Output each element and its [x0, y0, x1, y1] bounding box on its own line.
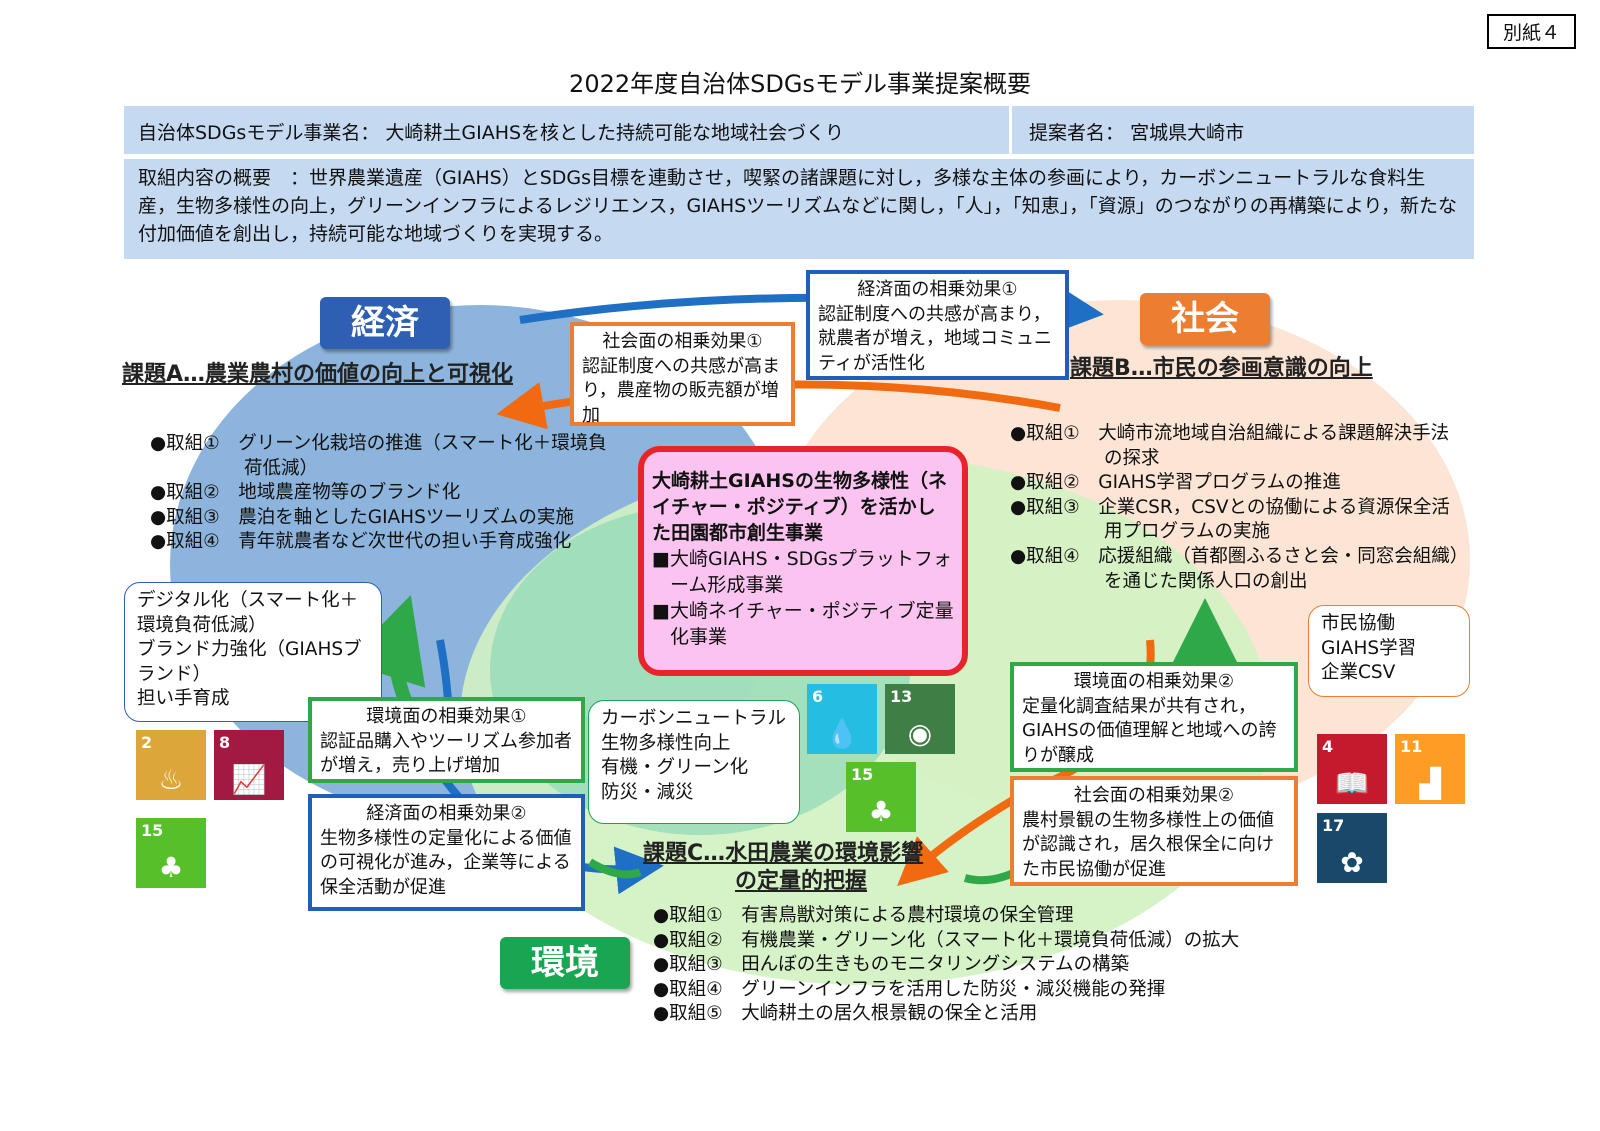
project-band: 自治体SDGsモデル事業名： 大崎耕土GIAHSを核とした持続可能な地域社会づく… [124, 106, 1474, 154]
sdg-11-icon: 11▟ [1395, 734, 1465, 804]
synergy-title: 環境面の相乗効果① [366, 706, 527, 727]
sdg-6-icon: 6💧 [807, 684, 877, 754]
bowl-icon: ♨ [158, 763, 184, 796]
overview-band: 取組内容の概要 ：世界農業遺産（GIAHS）とSDGs目標を連動させ，喫緊の諸課… [124, 159, 1474, 259]
environment-keywords: カーボンニュートラル 生物多様性向上 有機・グリーン化 防災・減災 [588, 700, 800, 824]
synergy-title: 社会面の相乗効果① [602, 331, 763, 352]
environment-item: ●取組⑤ 大崎耕土の居久根景観の保全と活用 [653, 1003, 1038, 1025]
synergy-society-2: 社会面の相乗効果② 農村景観の生物多様性上の価値が認識され，居久根保全に向けた市… [1010, 776, 1298, 886]
central-title: 大崎耕土GIAHSの生物多様性（ネイチャー・ポジティブ）を活かした田園都市創生事… [652, 470, 947, 544]
society-keyword: 企業CSV [1321, 662, 1396, 683]
sdg-4-icon: 4📖 [1317, 734, 1387, 804]
economy-item: ●取組③ 農泊を軸としたGIAHSツーリズムの実施 [150, 506, 574, 528]
project-label: 自治体SDGsモデル事業名： [138, 122, 380, 144]
environment-task-line2: の定量的把握 [735, 869, 868, 894]
sdg-13-icon: 13◉ [885, 684, 955, 754]
society-keyword: 市民協働 [1321, 613, 1396, 634]
society-keyword: GIAHS学習 [1321, 637, 1417, 659]
environment-keyword: 生物多様性向上 [601, 732, 731, 754]
synergy-text: 認証制度への共感が高まり，就農者が増え，地域コミュニティが活性化 [818, 303, 1052, 374]
tree-icon: ♣ [158, 851, 184, 884]
central-item: ■大崎GIAHS・SDGsプラットフォーム形成事業 [652, 548, 952, 596]
environment-keyword: カーボンニュートラル [601, 708, 787, 729]
economy-badge: 経済 [320, 297, 450, 349]
environment-item: ●取組③ 田んぼの生きものモニタリングシステムの構築 [653, 954, 1130, 976]
page-title: 2022年度自治体SDGsモデル事業提案概要 [569, 70, 1031, 98]
growth-chart-icon: 📈 [231, 763, 267, 796]
sdg-17-icon: 17✿ [1317, 813, 1387, 883]
synergy-society-1: 社会面の相乗効果① 認証制度への共感が高まり，農産物の販売額が増加 [570, 322, 795, 426]
society-badge: 社会 [1140, 293, 1270, 345]
central-project-box: 大崎耕土GIAHSの生物多様性（ネイチャー・ポジティブ）を活かした田園都市創生事… [638, 446, 968, 676]
synergy-environment-2: 環境面の相乗効果② 定量化調査結果が共有され，GIAHSの価値理解と地域への誇り… [1010, 662, 1298, 772]
society-initiatives: ●取組① 大崎市流地域自治組織による課題解決手法の探求 ●取組② GIAHS学習… [1010, 422, 1460, 594]
overview-label: 取組内容の概要 ： [138, 167, 310, 189]
society-keywords: 市民協働 GIAHS学習 企業CSV [1308, 605, 1470, 697]
arrow-green-left [587, 858, 642, 879]
society-item: ●取組② GIAHS学習プログラムの推進 [1010, 472, 1341, 494]
band-divider [1009, 106, 1012, 154]
society-item: ●取組④ 応援組織（首都圏ふるさと会・同窓会組織）を通じた関係人口の創出 [1010, 545, 1459, 592]
synergy-text: 定量化調査結果が共有され，GIAHSの価値理解と地域への誇りが醸成 [1022, 695, 1277, 766]
tree-icon: ♣ [868, 795, 894, 828]
synergy-environment-1: 環境面の相乗効果① 認証品購入やツーリズム参加者が増え，売り上げ増加 [308, 697, 585, 783]
proposer-name: 宮城県大崎市 [1130, 122, 1245, 144]
environment-task-line1: 課題C…水田農業の環境影響 [643, 841, 924, 866]
synergy-text: 認証制度への共感が高まり，農産物の販売額が増加 [582, 355, 780, 426]
environment-item: ●取組④ グリーンインフラを活用した防災・減災機能の発揮 [653, 978, 1166, 1000]
economy-keyword: デジタル化（スマート化＋環境負荷低減） [137, 590, 359, 636]
arrow-env-to-economy [345, 594, 426, 703]
sdg-8-icon: 8📈 [214, 730, 284, 800]
overview-text: 世界農業遺産（GIAHS）とSDGs目標を連動させ，喫緊の諸課題に対し，多様な主… [138, 167, 1457, 245]
project-name: 大崎耕土GIAHSを核とした持続可能な地域社会づくり [385, 122, 845, 144]
synergy-text: 農村景観の生物多様性上の価値が認識され，居久根保全に向けた市民協働が促進 [1022, 809, 1274, 880]
synergy-text: 生物多様性の定量化による価値の可視化が進み，企業等による保全活動が促進 [320, 827, 572, 898]
synergy-title: 社会面の相乗効果② [1073, 785, 1235, 806]
proposer-label: 提案者名： [1029, 122, 1125, 144]
water-drop-icon: 💧 [824, 717, 860, 750]
project-name-cell: 自治体SDGsモデル事業名： 大崎耕土GIAHSを核とした持続可能な地域社会づく… [138, 118, 844, 145]
environment-keyword: 有機・グリーン化 [601, 757, 749, 778]
flower-icon: ✿ [1340, 846, 1364, 879]
environment-item: ●取組② 有機農業・グリーン化（スマート化＋環境負荷低減）の拡大 [653, 929, 1240, 951]
synergy-title: 経済面の相乗効果② [366, 803, 527, 824]
economy-item: ●取組④ 青年就農者など次世代の担い手育成強化 [150, 531, 572, 553]
attachment-label: 別紙４ [1486, 14, 1576, 49]
synergy-title: 経済面の相乗効果① [857, 279, 1018, 300]
city-icon: ▟ [1419, 767, 1441, 800]
synergy-title: 環境面の相乗効果② [1073, 671, 1235, 692]
society-item: ●取組③ 企業CSR，CSVとの協働による資源保全活用プログラムの実施 [1010, 496, 1450, 543]
economy-initiatives: ●取組① グリーン化栽培の推進（スマート化＋環境負荷低減） ●取組② 地域農産物… [150, 432, 620, 555]
environment-item: ●取組① 有害鳥獣対策による農村環境の保全管理 [653, 905, 1074, 926]
economy-keyword: ブランド力強化（GIAHSブランド） [137, 639, 362, 685]
economy-item: ●取組① グリーン化栽培の推進（スマート化＋環境負荷低減） [150, 433, 607, 479]
synergy-economy-2: 経済面の相乗効果② 生物多様性の定量化による価値の可視化が進み，企業等による保全… [308, 794, 585, 911]
environment-keyword: 防災・減災 [601, 781, 694, 803]
economy-task: 課題A…農業農村の価値の向上と可視化 [122, 362, 514, 387]
environment-initiatives: ●取組① 有害鳥獣対策による農村環境の保全管理 ●取組② 有機農業・グリーン化（… [653, 904, 1353, 1027]
economy-keyword: 担い手育成 [137, 688, 230, 709]
proposer-cell: 提案者名： 宮城県大崎市 [1029, 118, 1244, 145]
sdg-15-icon: 15♣ [846, 762, 916, 832]
economy-keywords: デジタル化（スマート化＋環境負荷低減） ブランド力強化（GIAHSブランド） 担… [124, 582, 382, 722]
sdg-2-icon: 2♨ [136, 730, 206, 800]
environment-badge: 環境 [500, 937, 630, 989]
eye-globe-icon: ◉ [907, 717, 933, 750]
economy-item: ●取組② 地域農産物等のブランド化 [150, 482, 461, 504]
synergy-text: 認証品購入やツーリズム参加者が増え，売り上げ増加 [320, 730, 572, 777]
synergy-economy-1: 経済面の相乗効果① 認証制度への共感が高まり，就農者が増え，地域コミュニティが活… [806, 270, 1069, 380]
book-icon: 📖 [1334, 767, 1370, 800]
sdg-15-icon: 15♣ [136, 818, 206, 888]
society-item: ●取組① 大崎市流地域自治組織による課題解決手法の探求 [1010, 423, 1450, 469]
central-item: ■大崎ネイチャー・ポジティブ定量化事業 [652, 600, 954, 648]
society-task: 課題B…市民の参画意識の向上 [1070, 356, 1373, 381]
